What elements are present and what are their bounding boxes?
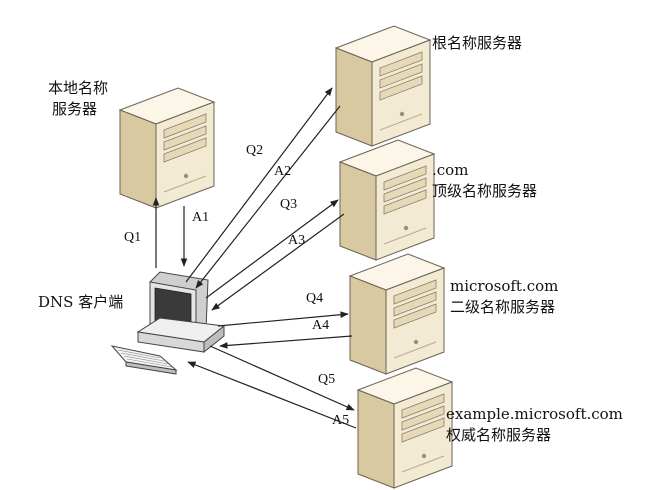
second-level-server-label-line1: microsoft.com — [450, 277, 559, 295]
arrow-a2 — [195, 105, 341, 289]
local-server-label: 本地名称 服务器 — [48, 78, 108, 120]
arrow-a3 — [211, 213, 345, 311]
q3-label: Q3 — [280, 197, 298, 212]
root-server-label: 根名称服务器 — [432, 33, 522, 54]
authoritative-server-label: example.microsoft.com 权威名称服务器 — [446, 404, 623, 446]
computer-icon — [110, 271, 226, 375]
q2-label: Q2 — [246, 143, 264, 158]
second-level-server-label-line2: 二级名称服务器 — [450, 298, 556, 316]
arrow-q4 — [217, 311, 349, 327]
authoritative-server-icon — [357, 367, 453, 489]
second-level-server-label: microsoft.com 二级名称服务器 — [450, 276, 558, 318]
arrow-a5 — [187, 361, 357, 429]
q4-label: Q4 — [306, 291, 324, 306]
second-level-server-icon — [349, 253, 445, 375]
arrow-q3 — [205, 199, 339, 299]
local-server-label-line1: 本地名称 — [48, 79, 109, 97]
root-server-icon — [335, 25, 431, 147]
dns-client-label: DNS 客户端 — [38, 293, 124, 311]
tld-server-label: .com 顶级名称服务器 — [432, 160, 537, 202]
a2-label: A2 — [274, 164, 292, 179]
tld-server-label-line1: .com — [432, 161, 469, 179]
root-server-label-line1: 根名称服务器 — [432, 34, 523, 52]
tld-server-label-line2: 顶级名称服务器 — [432, 182, 538, 200]
q5-label: Q5 — [318, 372, 336, 387]
authoritative-server-label-line1: example.microsoft.com — [446, 405, 623, 423]
a3-label: A3 — [288, 233, 306, 248]
tld-server-icon — [339, 139, 435, 261]
local-server-label-line2: 服务器 — [52, 100, 98, 118]
q1-label: Q1 — [124, 230, 142, 245]
a1-label: A1 — [192, 210, 210, 225]
a4-label: A4 — [312, 318, 330, 333]
local-server-icon — [119, 87, 215, 209]
arrow-q5 — [209, 345, 355, 411]
a5-label: A5 — [332, 413, 350, 428]
arrow-q2 — [185, 87, 333, 283]
authoritative-server-label-line2: 权威名称服务器 — [446, 426, 552, 444]
arrow-a4 — [219, 335, 353, 349]
